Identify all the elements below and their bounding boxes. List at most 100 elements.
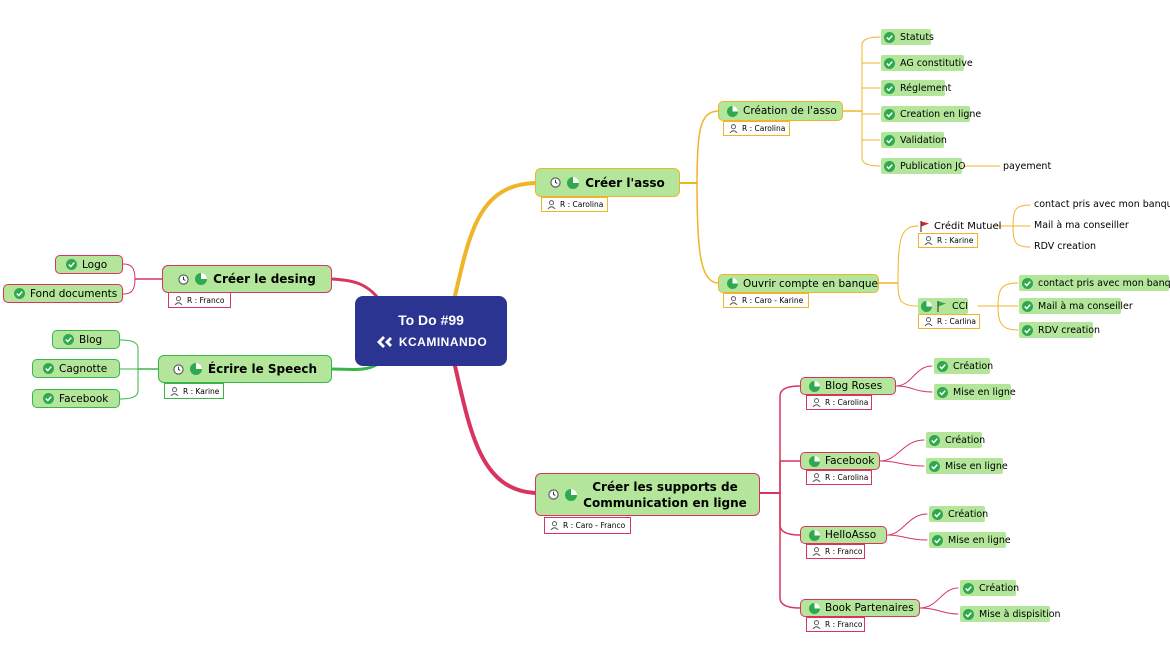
topic-creer-supports[interactable]: Créer les supports de Communication en l…: [535, 473, 760, 516]
task-logo[interactable]: Logo: [55, 255, 123, 274]
check-icon: [963, 608, 974, 620]
check-icon: [884, 57, 895, 69]
subtopic-facebook[interactable]: Facebook: [800, 452, 880, 470]
task-publication-jo[interactable]: Publication JO: [881, 158, 965, 174]
subtopic-creation-asso[interactable]: Création de l'asso: [718, 101, 843, 121]
task-helloasso-creation[interactable]: Création: [929, 506, 988, 522]
check-icon: [884, 82, 895, 94]
responsible-tag: R : Karine: [918, 233, 978, 248]
user-icon: [170, 386, 179, 396]
topic-creer-desing[interactable]: Créer le desing: [162, 265, 332, 293]
responsible-tag: R : Franco: [168, 292, 231, 308]
subtopic-blog-roses[interactable]: Blog Roses: [800, 377, 896, 395]
note-payement[interactable]: payement: [1003, 160, 1052, 172]
task-blog-mise-en-ligne[interactable]: Mise en ligne: [934, 384, 1016, 400]
subtopic-cci[interactable]: CCI: [918, 298, 968, 314]
check-icon: [932, 508, 943, 520]
responsible-tag: R : Karine: [164, 383, 224, 399]
task-ag-constitutive[interactable]: AG constitutive: [881, 55, 973, 71]
check-icon: [937, 386, 948, 398]
logo-text: KCAMINANDO: [398, 335, 488, 349]
subtopic-helloasso[interactable]: HelloAsso: [800, 526, 887, 544]
user-icon: [729, 124, 738, 133]
user-icon: [729, 296, 738, 305]
check-icon: [43, 393, 54, 404]
check-icon: [884, 134, 895, 146]
progress-icon: [567, 176, 580, 189]
user-icon: [550, 521, 559, 530]
user-icon: [547, 200, 556, 209]
central-topic[interactable]: To Do #99 KCAMINANDO: [355, 296, 507, 366]
task-helloasso-mise-en-ligne[interactable]: Mise en ligne: [929, 532, 1011, 548]
responsible-tag: R : Franco: [806, 617, 865, 632]
user-icon: [812, 473, 821, 482]
subtopic-ouvrir-compte[interactable]: Ouvrir compte en banque: [718, 274, 879, 293]
task-cci-mail[interactable]: Mail à ma conseiller: [1019, 298, 1133, 314]
task-credit-contact[interactable]: contact pris avec mon banquier: [1034, 198, 1170, 210]
user-icon: [174, 295, 183, 305]
check-icon: [884, 160, 895, 172]
check-icon: [1022, 324, 1033, 336]
topic-ecrire-speech[interactable]: Écrire le Speech: [158, 355, 332, 383]
red-flag-icon: [920, 220, 929, 232]
task-facebook-creation[interactable]: Création: [926, 432, 985, 448]
progress-icon: [189, 363, 202, 375]
progress-icon: [195, 273, 208, 285]
topic-creer-asso[interactable]: Créer l'asso: [535, 168, 680, 197]
task-cci-rdv[interactable]: RDV creation: [1019, 322, 1100, 338]
subtopic-book-partenaires[interactable]: Book Partenaires: [800, 599, 920, 617]
green-flag-icon: [937, 300, 946, 312]
task-credit-rdv[interactable]: RDV creation: [1034, 240, 1097, 252]
kcaminando-logo-icon: [376, 336, 392, 348]
task-book-mise-a-disposition[interactable]: Mise à dispisition: [960, 606, 1061, 622]
clock-icon: [173, 363, 184, 375]
task-validation[interactable]: Validation: [881, 132, 947, 148]
task-fond-documents[interactable]: Fond documents: [3, 284, 123, 303]
progress-icon: [809, 380, 820, 392]
task-cci-contact[interactable]: contact pris avec mon banquier: [1019, 275, 1170, 291]
progress-icon: [809, 455, 820, 467]
subtopic-credit-mutuel[interactable]: Crédit Mutuel: [918, 218, 1003, 234]
user-icon: [812, 398, 821, 407]
responsible-tag: R : Carolina: [541, 197, 608, 212]
topic-label: Créer les supports de Communication en l…: [583, 479, 747, 510]
progress-icon: [809, 529, 820, 541]
check-icon: [929, 460, 940, 472]
responsible-tag: R : Caro - Franco: [544, 517, 631, 534]
responsible-tag: R : Carolina: [806, 395, 872, 410]
progress-icon: [727, 105, 738, 117]
responsible-tag: R : Carolina: [806, 470, 872, 485]
responsible-tag: R : Carolina: [723, 121, 790, 136]
task-facebook-speech[interactable]: Facebook: [32, 389, 120, 408]
task-facebook-mise-en-ligne[interactable]: Mise en ligne: [926, 458, 1008, 474]
responsible-tag: R : Franco: [806, 544, 865, 559]
check-icon: [1022, 277, 1033, 289]
progress-icon: [809, 602, 820, 614]
task-reglement[interactable]: Réglement: [881, 80, 951, 96]
task-statuts[interactable]: Statuts: [881, 29, 934, 45]
task-credit-mail[interactable]: Mail à ma conseiller: [1034, 219, 1129, 231]
check-icon: [929, 434, 940, 446]
check-icon: [884, 108, 895, 120]
check-icon: [1022, 300, 1033, 312]
task-blog-creation[interactable]: Création: [934, 358, 993, 374]
task-cagnotte[interactable]: Cagnotte: [32, 359, 120, 378]
task-creation-en-ligne[interactable]: Creation en ligne: [881, 106, 981, 122]
check-icon: [66, 259, 77, 270]
topic-label: Créer l'asso: [585, 175, 665, 190]
check-icon: [963, 582, 974, 594]
clock-icon: [178, 273, 189, 285]
central-title: To Do #99: [398, 312, 464, 328]
progress-icon: [921, 300, 932, 312]
check-icon: [937, 360, 948, 372]
progress-icon: [565, 488, 578, 501]
responsible-tag: R : Caro - Karine: [723, 293, 809, 308]
check-icon: [43, 363, 54, 374]
task-blog[interactable]: Blog: [52, 330, 120, 349]
user-icon: [924, 236, 933, 245]
clock-icon: [548, 489, 559, 500]
check-icon: [14, 288, 25, 299]
task-book-creation[interactable]: Création: [960, 580, 1019, 596]
user-icon: [924, 317, 933, 326]
